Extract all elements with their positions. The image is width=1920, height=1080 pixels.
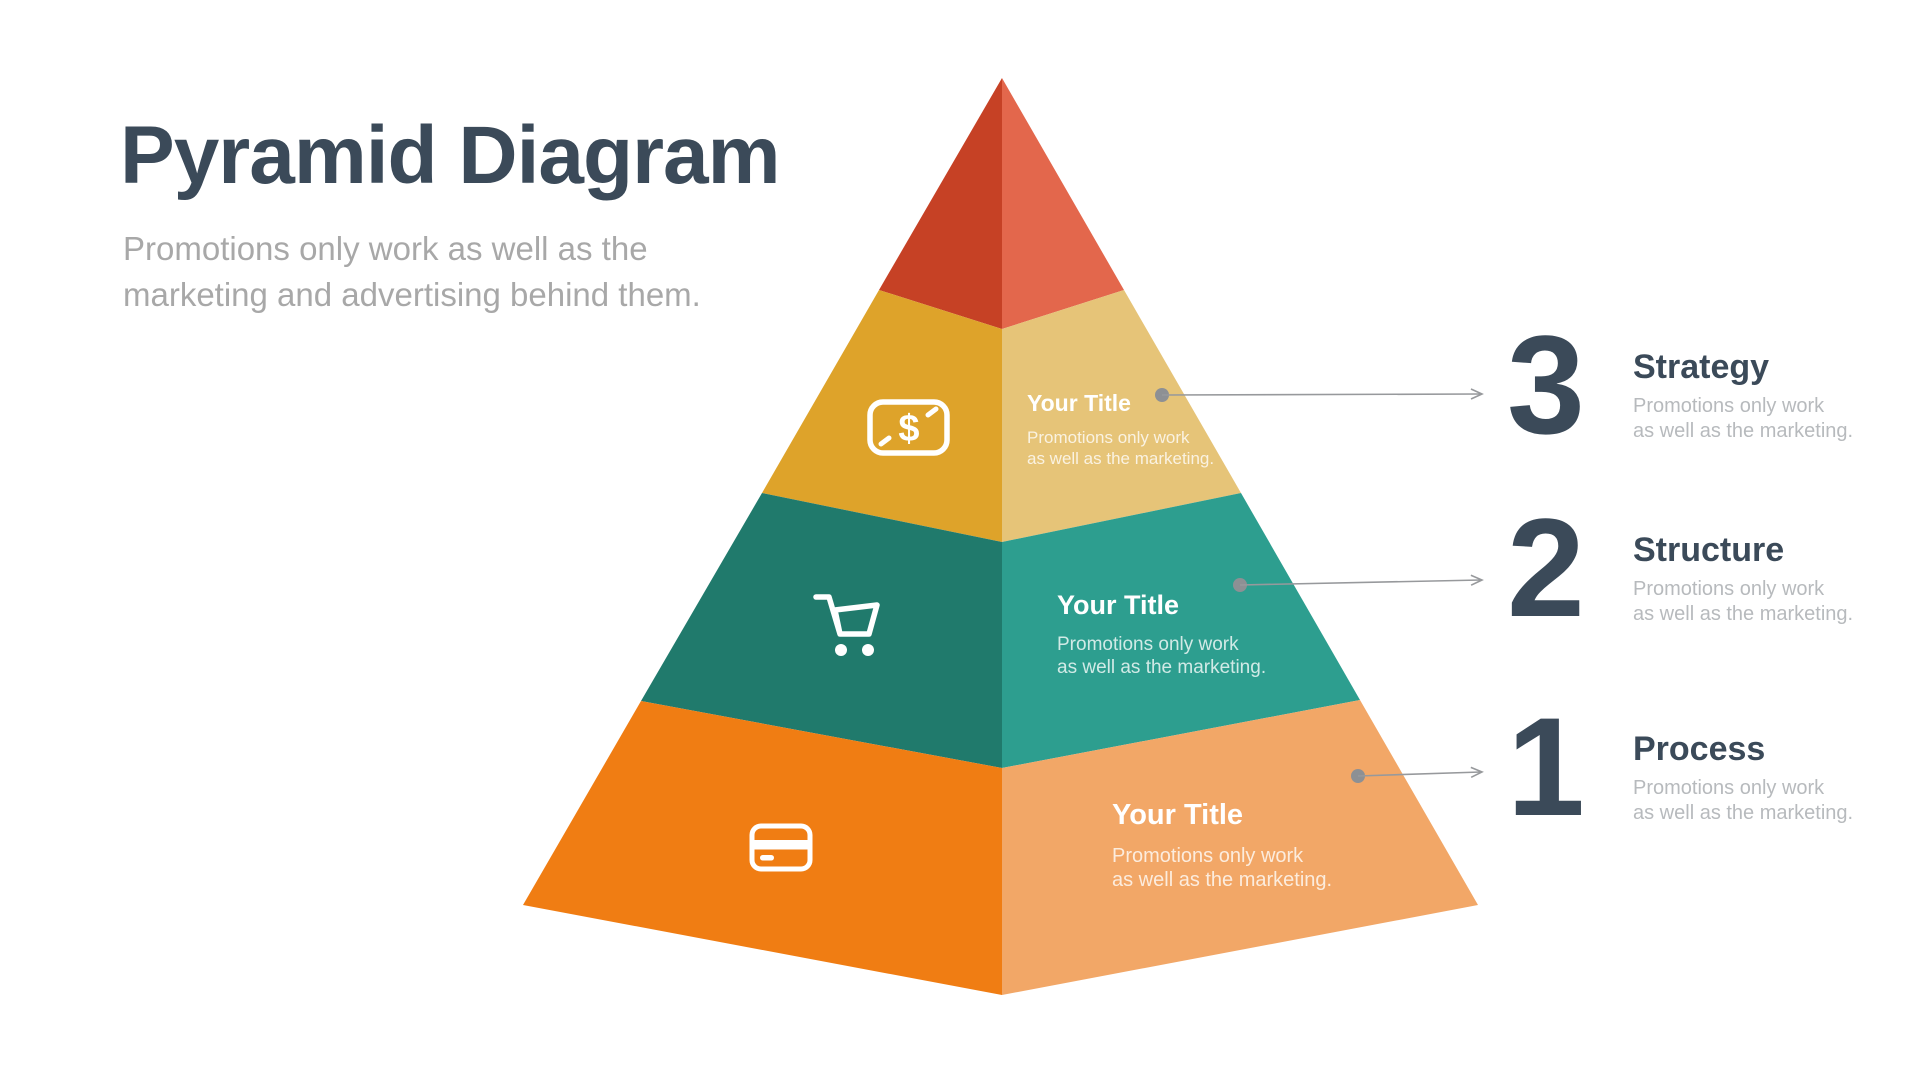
- pyramid-level2-right-face: [1002, 493, 1360, 768]
- money-bill-icon: $: [867, 399, 950, 456]
- level2-description: Promotions only work as well as the mark…: [1057, 634, 1267, 678]
- legend-row-structure: 2 Structure Promotions only work as well…: [1507, 498, 1853, 638]
- level1-face-text: Your Title Promotions only work as well …: [1112, 799, 1332, 892]
- legend-label-structure: Structure: [1633, 531, 1785, 569]
- level1-description: Promotions only work as well as the mark…: [1112, 845, 1333, 891]
- legend-row-process: 1 Process Promotions only work as well a…: [1507, 697, 1853, 837]
- legend-desc-strategy: Promotions only work as well as the mark…: [1633, 394, 1854, 442]
- level2-title: Your Title: [1057, 590, 1180, 620]
- connector-level1: [1351, 766, 1484, 783]
- page-subtitle-line1: Promotions only work as well as the: [123, 230, 648, 267]
- legend-desc-process: Promotions only work as well as the mark…: [1633, 776, 1854, 824]
- page-subtitle: Promotions only work as well as the mark…: [123, 226, 701, 318]
- dollar-sign: $: [898, 408, 919, 450]
- page-title: Pyramid Diagram: [120, 110, 780, 201]
- legend-label-strategy: Strategy: [1633, 348, 1770, 386]
- level3-title: Your Title: [1027, 390, 1131, 416]
- connector-level2: [1233, 574, 1484, 592]
- legend-number-3: 3: [1507, 306, 1585, 463]
- level3-face-text: Your Title Promotions only work as well …: [1027, 390, 1214, 469]
- level3-description: Promotions only work as well as the mark…: [1027, 428, 1215, 468]
- pyramid-level3-left-face: [762, 290, 1002, 542]
- legend-row-strategy: 3 Strategy Promotions only work as well …: [1507, 315, 1853, 455]
- credit-card-icon: [749, 823, 813, 872]
- pyramid-apex-right-face: [1002, 78, 1124, 329]
- legend-desc-structure: Promotions only work as well as the mark…: [1633, 577, 1854, 625]
- pyramid-level3-right-face: [1002, 290, 1241, 542]
- legend-number-1: 1: [1507, 688, 1585, 845]
- legend-number-2: 2: [1507, 489, 1585, 646]
- connector-level3: [1155, 388, 1484, 402]
- level2-face-text: Your Title Promotions only work as well …: [1057, 590, 1266, 679]
- level1-title: Your Title: [1112, 799, 1244, 831]
- pyramid-level2-left-face: [641, 493, 1002, 768]
- legend-label-process: Process: [1633, 730, 1766, 768]
- shopping-cart-icon: [813, 594, 880, 656]
- pyramid-apex-left-face: [879, 78, 1002, 329]
- page-subtitle-line2: marketing and advertising behind them.: [123, 276, 701, 313]
